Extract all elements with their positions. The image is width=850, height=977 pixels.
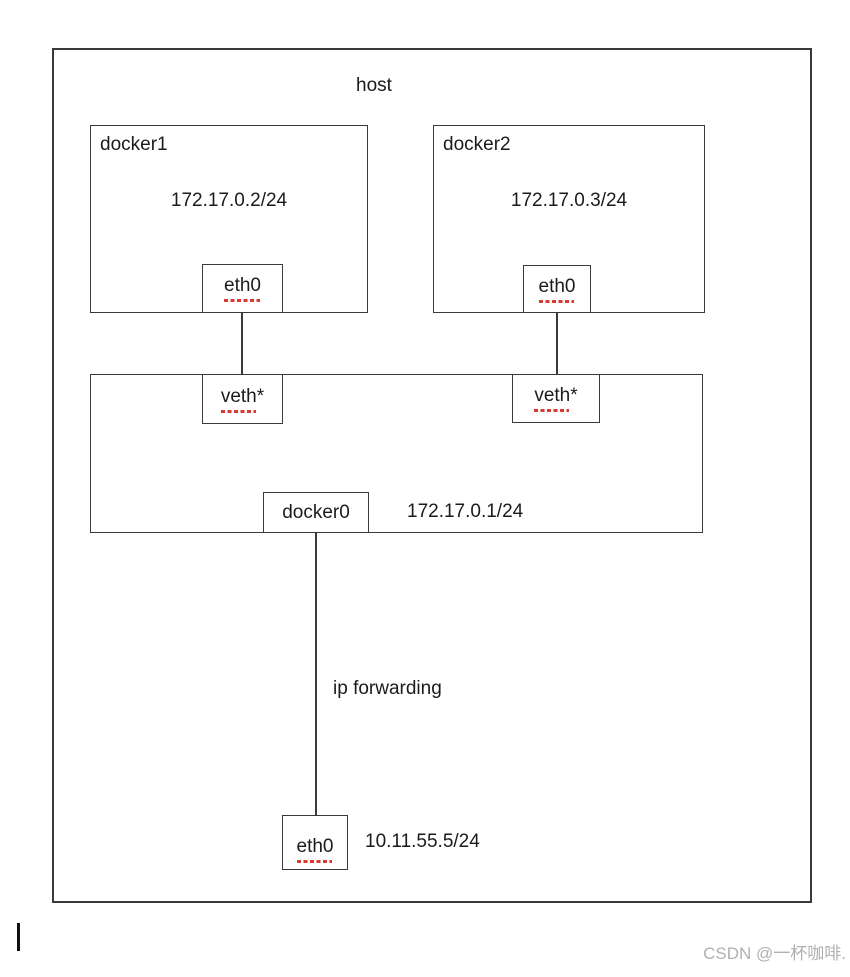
docker2-eth0-label: eth0	[538, 275, 575, 304]
docker0-box: docker0	[263, 492, 369, 533]
docker2-eth0-box: eth0	[523, 265, 591, 313]
docker0-label: docker0	[282, 502, 350, 523]
veth-right-label: veth*	[534, 384, 578, 413]
container-docker1-ip: 172.17.0.2/24	[170, 190, 288, 211]
text-cursor	[17, 923, 20, 951]
container-docker1-title: docker1	[100, 134, 168, 155]
bridge-ip: 172.17.0.1/24	[407, 501, 524, 522]
veth-left-star: *	[256, 385, 265, 407]
docker1-eth0-box: eth0	[202, 264, 283, 313]
bridge-box	[90, 374, 703, 533]
veth-left-name: veth	[220, 385, 257, 414]
external-ip: 10.11.55.5/24	[365, 831, 480, 852]
container-docker2-title: docker2	[443, 134, 511, 155]
veth-left-box: veth*	[202, 374, 283, 424]
connector-docker1-veth	[241, 313, 243, 374]
connector-ip-forwarding	[315, 532, 317, 815]
ip-forwarding-label: ip forwarding	[333, 678, 442, 699]
veth-left-label: veth*	[220, 385, 265, 414]
host-label: host	[356, 75, 392, 96]
external-eth0-box: eth0	[282, 815, 348, 870]
watermark: CSDN @一杯咖啡.	[703, 944, 846, 963]
docker1-eth0-label: eth0	[224, 274, 261, 303]
veth-right-name: veth	[534, 384, 570, 413]
external-eth0-label: eth0	[296, 835, 333, 864]
host-box	[52, 48, 812, 903]
container-docker2-ip: 172.17.0.3/24	[510, 190, 628, 211]
connector-docker2-veth	[556, 313, 558, 374]
veth-right-star: *	[570, 385, 578, 406]
veth-right-box: veth*	[512, 374, 600, 423]
